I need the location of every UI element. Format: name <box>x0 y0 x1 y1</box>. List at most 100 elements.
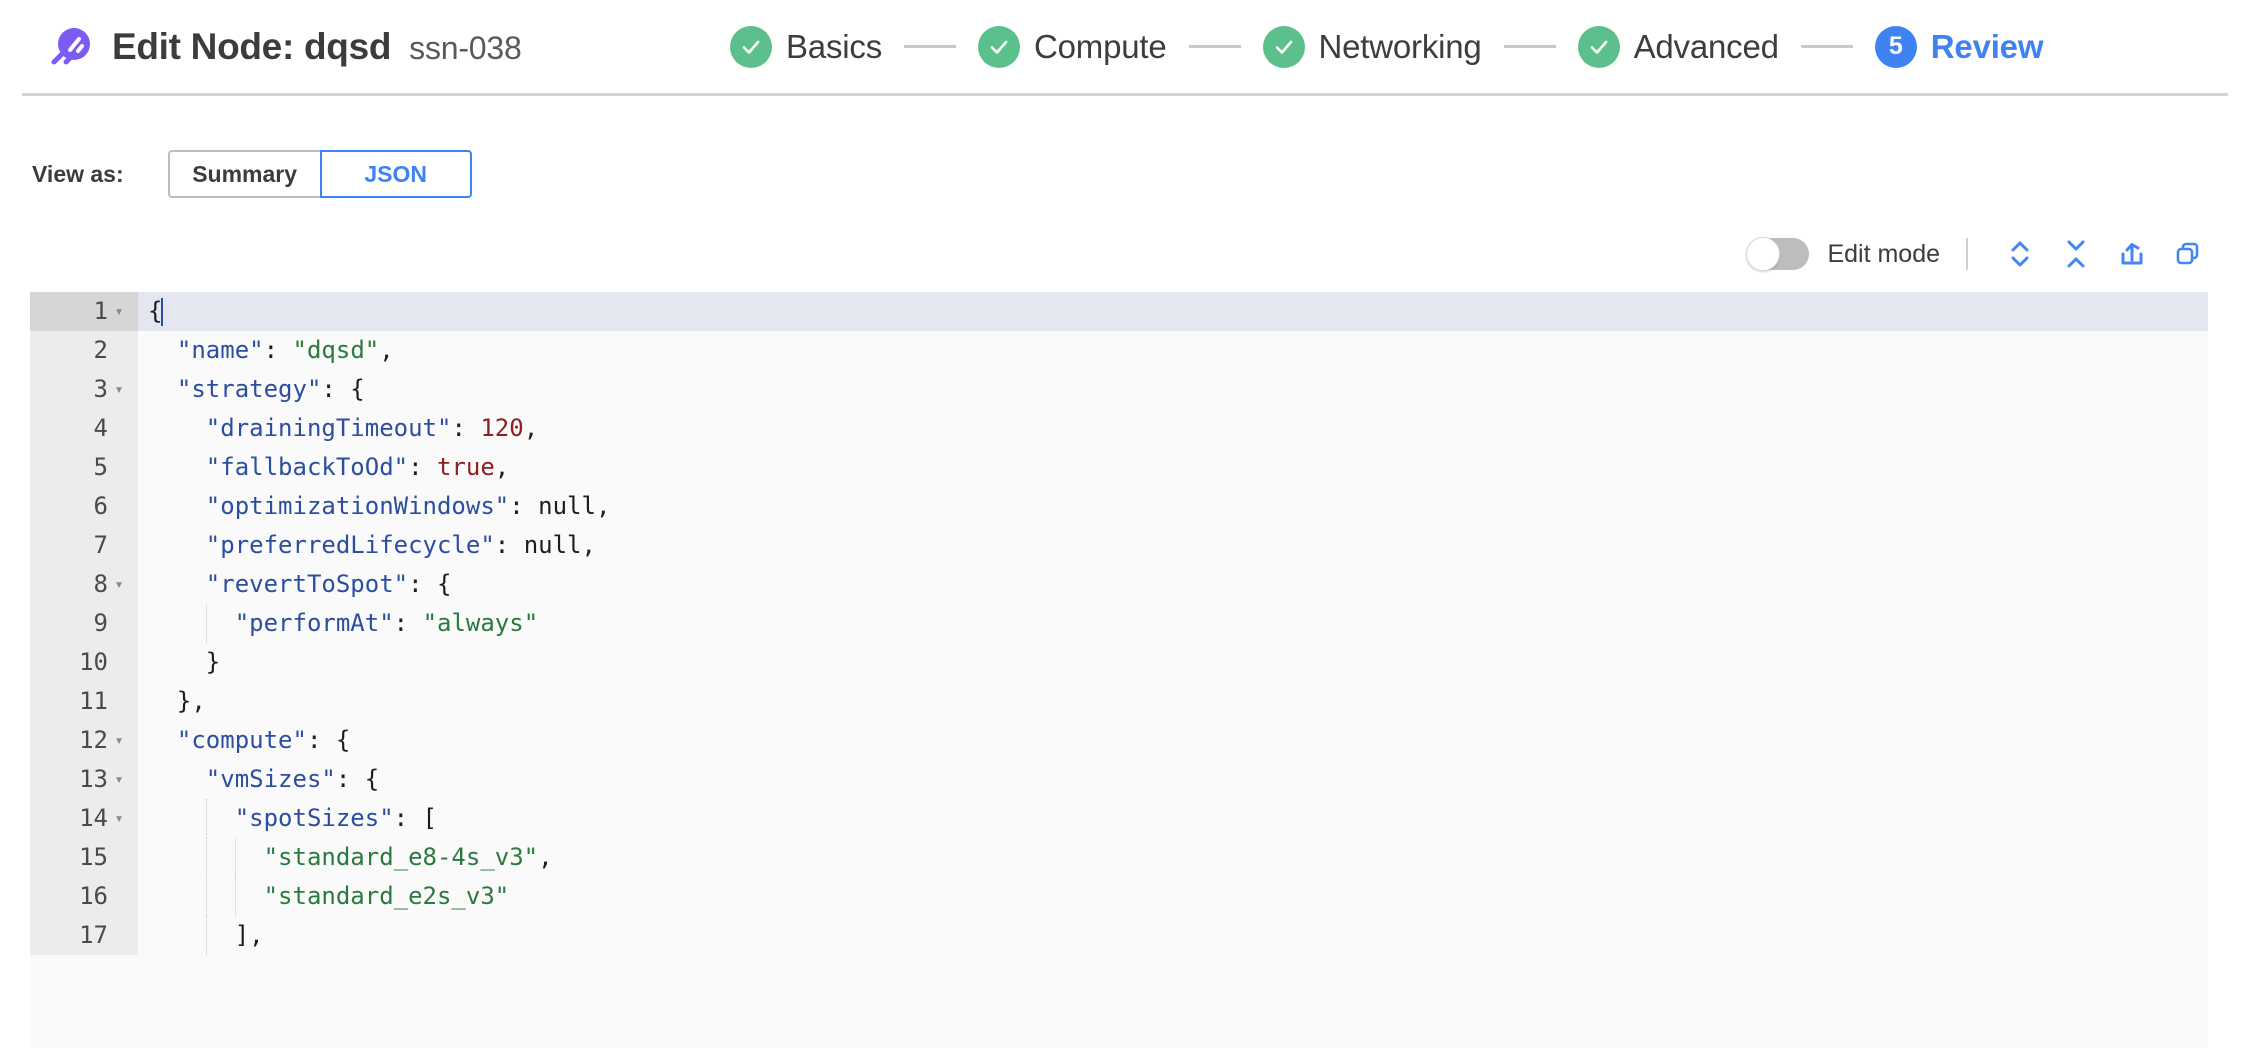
fold-toggle-icon[interactable]: ▾ <box>114 731 124 749</box>
code-text: "fallbackToOd": true, <box>138 448 2208 487</box>
line-number-gutter: 3▾ <box>30 370 138 409</box>
code-line[interactable]: 4▾ "drainingTimeout": 120, <box>30 409 2208 448</box>
code-line[interactable]: 2▾ "name": "dqsd", <box>30 331 2208 370</box>
token-key: "vmSizes" <box>205 765 336 793</box>
step-advanced-label: Advanced <box>1633 27 1779 65</box>
token-punct: , <box>379 336 394 364</box>
code-line[interactable]: 12▾ "compute": { <box>30 721 2208 760</box>
code-line[interactable]: 3▾ "strategy": { <box>30 370 2208 409</box>
code-tokens: "name": "dqsd", <box>148 331 394 370</box>
code-text: "compute": { <box>138 721 2208 760</box>
code-tokens: "strategy": { <box>148 370 365 409</box>
line-number-gutter: 14▾ <box>30 799 138 838</box>
token-null: null <box>523 531 582 559</box>
token-str: "standard_e2s_v3" <box>263 882 510 910</box>
code-text: { <box>138 292 2208 331</box>
view-as-label: View as: <box>32 160 124 187</box>
indent-guide <box>205 916 207 955</box>
code-tokens: "standard_e2s_v3" <box>148 877 510 916</box>
line-number-gutter: 12▾ <box>30 721 138 760</box>
view-as-row: View as: Summary JSON <box>32 150 2250 198</box>
code-tokens: "spotSizes": [ <box>148 799 437 838</box>
step-basics-check-icon <box>730 25 772 68</box>
indent-guide <box>205 838 207 877</box>
token-punct: : <box>408 453 437 481</box>
code-tokens: } <box>148 643 220 682</box>
edit-mode-toggle-knob <box>1746 237 1781 271</box>
line-number: 6 <box>93 492 108 520</box>
code-line[interactable]: 6▾ "optimizationWindows": null, <box>30 487 2208 526</box>
line-number-gutter: 1▾ <box>30 292 138 331</box>
step-connector <box>904 45 956 48</box>
expand-all-icon[interactable] <box>1992 234 2048 274</box>
line-number: 13 <box>79 765 108 793</box>
token-punct: , <box>538 843 553 871</box>
step-review[interactable]: 5 Review <box>1874 25 2044 68</box>
edit-mode-toggle[interactable] <box>1746 237 1810 271</box>
code-line[interactable]: 8 ▾ "revertToSpot": { <box>30 565 2208 604</box>
code-line[interactable]: 15▾ "standard_e8-4s_v3", <box>30 838 2208 877</box>
token-key: "preferredLifecycle" <box>205 531 495 559</box>
code-tokens: { <box>148 292 164 331</box>
fold-toggle-icon[interactable]: ▾ <box>114 770 124 788</box>
token-punct: : <box>263 336 293 364</box>
code-line[interactable]: 13 ▾ "vmSizes": { <box>30 760 2208 799</box>
line-number: 4 <box>93 414 108 442</box>
code-line[interactable]: 14▾ "spotSizes": [ <box>30 799 2208 838</box>
line-number-gutter: 13 ▾ <box>30 760 138 799</box>
fold-toggle-icon[interactable]: ▾ <box>114 302 124 320</box>
step-compute[interactable]: Compute <box>978 25 1167 68</box>
brand: Edit Node: dqsd ssn-038 <box>46 24 522 70</box>
text-cursor <box>161 298 164 326</box>
json-code-editor[interactable]: 1▾{2▾ "name": "dqsd",3▾ "strategy": {4▾ … <box>30 292 2208 1048</box>
code-line[interactable]: 5▾ "fallbackToOd": true, <box>30 448 2208 487</box>
collapse-all-icon[interactable] <box>2048 234 2104 274</box>
code-text: "vmSizes": { <box>138 760 2208 799</box>
code-tokens: "revertToSpot": { <box>148 565 452 604</box>
code-text: "preferredLifecycle": null, <box>138 526 2208 565</box>
code-line[interactable]: 1▾ { <box>30 292 2208 331</box>
token-punct: , <box>581 531 596 559</box>
token-punct: : { <box>335 765 380 793</box>
code-tokens: ], <box>148 916 264 955</box>
token-num: 120 <box>480 414 524 442</box>
code-text: "spotSizes": [ <box>138 799 2208 838</box>
step-basics[interactable]: Basics <box>730 25 882 68</box>
line-number: 3 <box>93 375 108 403</box>
token-punct: , <box>523 414 539 442</box>
line-number: 8 <box>93 570 108 598</box>
token-punct: : <box>393 609 423 637</box>
line-number-gutter: 6▾ <box>30 487 138 526</box>
token-key: "performAt" <box>234 609 394 637</box>
view-as-segmented-control: Summary JSON <box>167 150 472 198</box>
token-punct: : { <box>321 375 365 403</box>
code-line[interactable]: 7▾ "preferredLifecycle": null, <box>30 526 2208 565</box>
code-line[interactable]: 17▾ ], <box>30 916 2208 955</box>
fold-toggle-icon[interactable]: ▾ <box>114 380 124 398</box>
copy-icon[interactable] <box>2160 234 2216 274</box>
spot-comet-logo-icon <box>46 24 92 70</box>
code-line[interactable]: 11▾ }, <box>30 682 2208 721</box>
fold-toggle-icon[interactable]: ▾ <box>114 575 124 593</box>
code-line[interactable]: 16▾ "standard_e2s_v3" <box>30 877 2208 916</box>
code-text: "name": "dqsd", <box>138 331 2208 370</box>
step-advanced-check-icon <box>1577 25 1620 68</box>
export-icon[interactable] <box>2104 234 2160 274</box>
token-key: "fallbackToOd" <box>205 453 409 481</box>
step-networking[interactable]: Networking <box>1262 25 1482 68</box>
indent-guide <box>205 799 207 838</box>
indent-guide <box>205 604 207 643</box>
step-advanced[interactable]: Advanced <box>1577 25 1779 68</box>
code-text: } <box>138 643 2208 682</box>
token-key: "name" <box>176 336 264 364</box>
token-key: "strategy" <box>176 375 322 403</box>
code-line[interactable]: 10▾ } <box>30 643 2208 682</box>
token-punct: : <box>509 492 539 520</box>
view-as-json-button[interactable]: JSON <box>319 150 472 198</box>
view-as-summary-button[interactable]: Summary <box>167 150 320 198</box>
line-number: 2 <box>93 336 108 364</box>
code-line[interactable]: 9▾ "performAt": "always" <box>30 604 2208 643</box>
code-tokens: "drainingTimeout": 120, <box>148 409 538 448</box>
fold-toggle-icon[interactable]: ▾ <box>114 809 124 827</box>
line-number-gutter: 4▾ <box>30 409 138 448</box>
